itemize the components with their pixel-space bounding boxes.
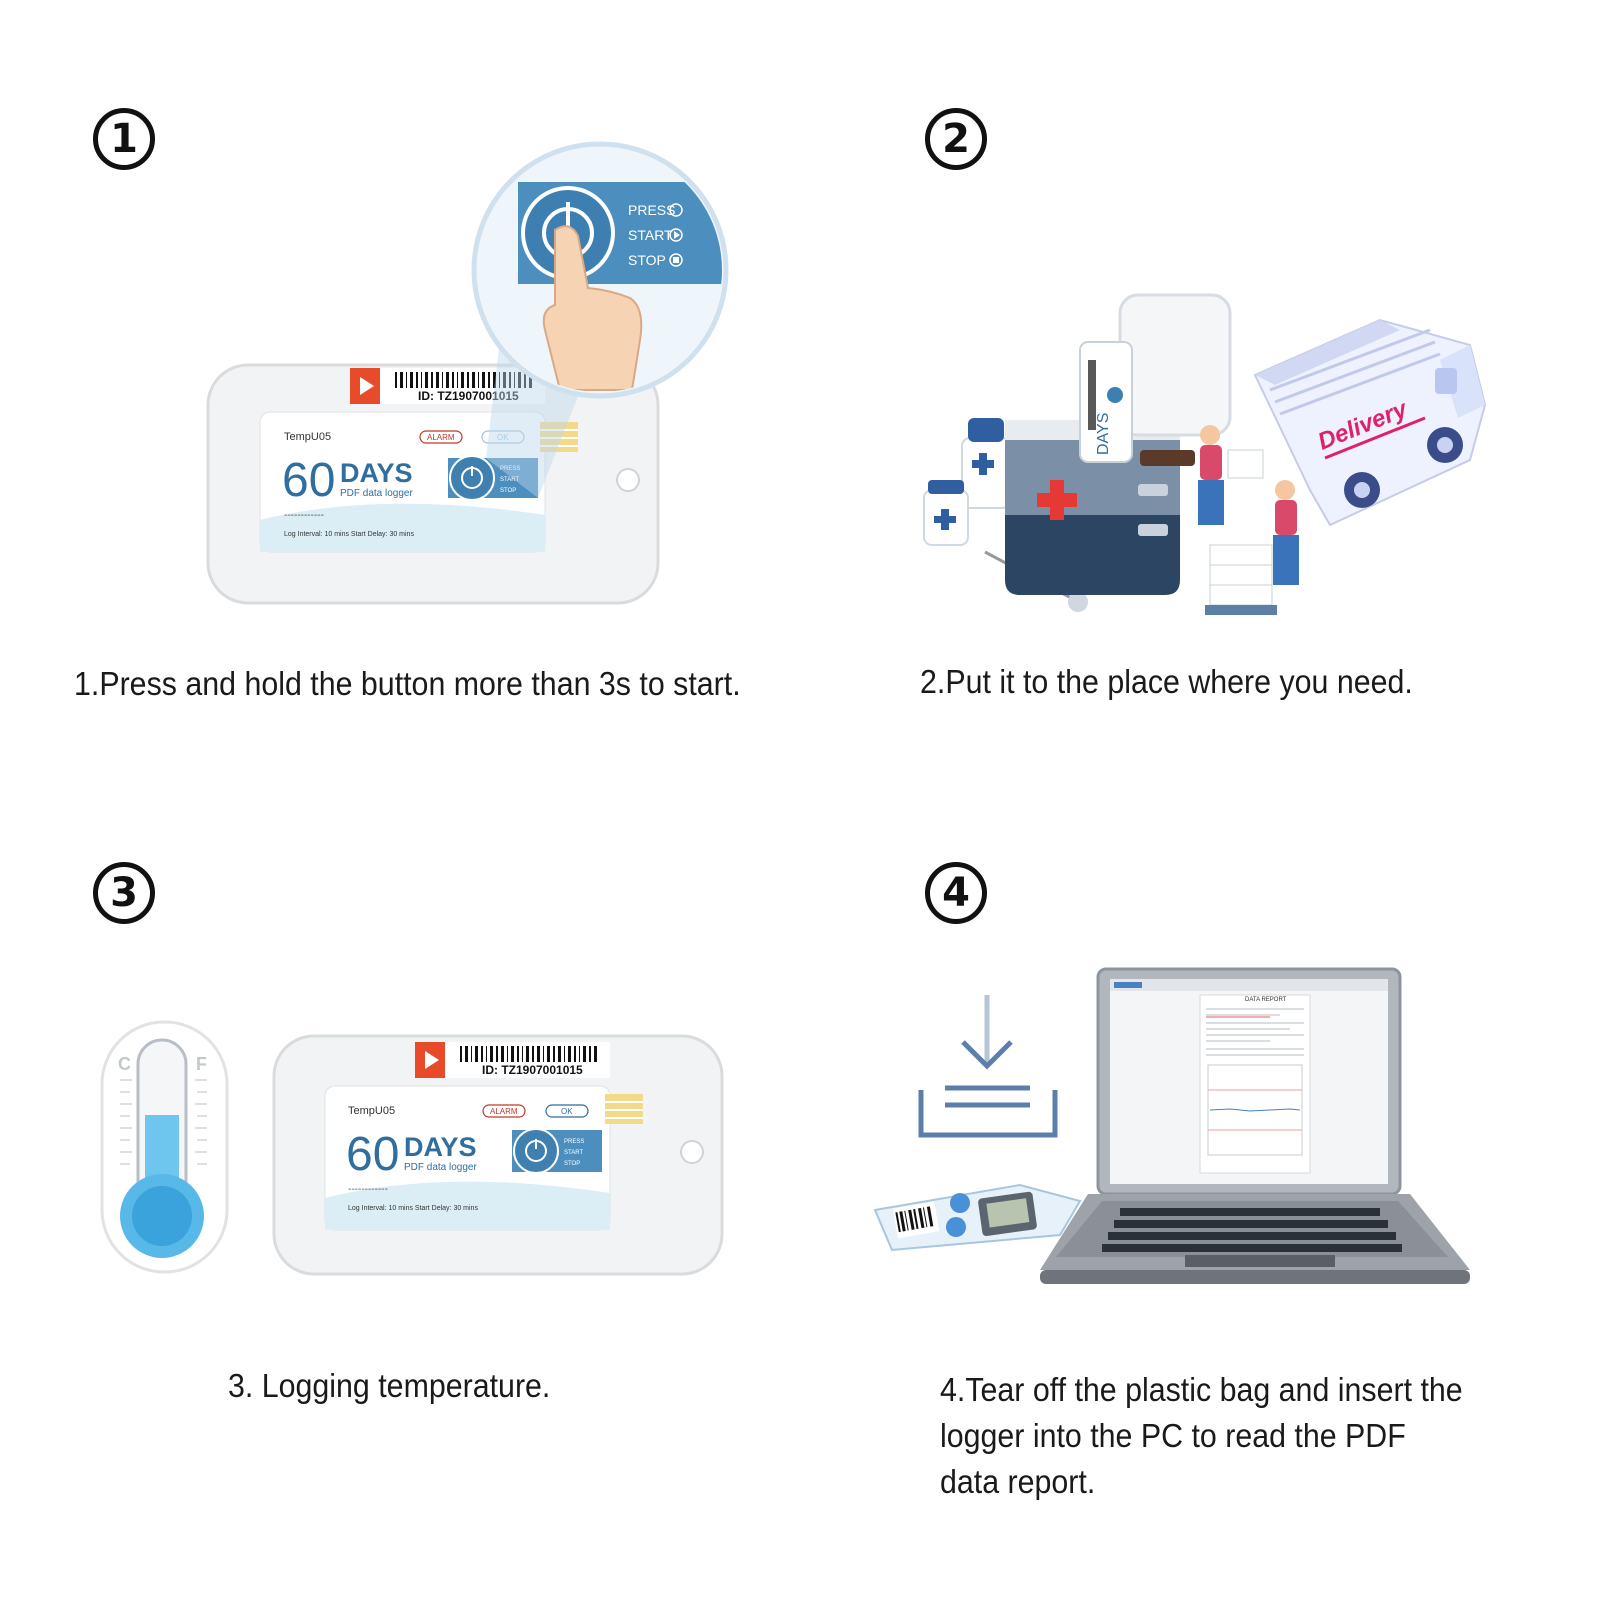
report-title: DATA REPORT: [1245, 997, 1287, 1003]
device-illustration-step-3: ID: TZ1907001015 TempU05 ALARM OK 60 DAY…: [272, 1034, 724, 1276]
worker-figures: [1198, 425, 1299, 615]
fahrenheit-label: F: [196, 1054, 207, 1074]
device-footer: Log Interval: 10 mins Start Delay: 30 mi…: [284, 531, 414, 538]
device-footer: Log Interval: 10 mins Start Delay: 30 mi…: [348, 1205, 478, 1212]
svg-text:DAYS: DAYS: [1095, 413, 1112, 455]
step-number-label: 2: [942, 116, 970, 162]
alarm-label: ALARM: [490, 1107, 518, 1116]
headline-number: 60: [346, 1128, 399, 1181]
step-caption-3: 3. Logging temperature.: [228, 1367, 551, 1404]
step-caption-4-line-3: data report.: [940, 1463, 1096, 1500]
step-caption-4: 4.Tear off the plastic bag and insert th…: [940, 1367, 1463, 1505]
svg-text:PRESS: PRESS: [564, 1139, 584, 1145]
ok-label: OK: [561, 1107, 573, 1116]
step-caption-1: 1.Press and hold the button more than 3s…: [74, 665, 741, 702]
device-subtitle: PDF data logger: [404, 1162, 477, 1173]
step-caption-4-line-2: logger into the PC to read the PDF: [940, 1417, 1406, 1454]
headline-word: DAYS: [340, 458, 413, 488]
svg-text:START: START: [500, 477, 519, 483]
step-number-1: 1: [93, 108, 155, 170]
thermometer-icon: C F: [100, 1020, 229, 1274]
download-icon: [918, 995, 1058, 1138]
svg-text:STOP: STOP: [564, 1161, 580, 1167]
laptop-icon: DATA REPORT: [873, 967, 1470, 1284]
step-number-label: 4: [942, 870, 970, 916]
svg-text:START: START: [564, 1150, 583, 1156]
device-model: TempU05: [348, 1105, 395, 1117]
device-id: ID: TZ1907001015: [418, 389, 519, 403]
alarm-label: ALARM: [427, 433, 455, 442]
device-model: TempU05: [284, 431, 331, 443]
step-number-2: 2: [925, 108, 987, 170]
dash-line: ------------: [284, 510, 324, 521]
step-caption-2: 2.Put it to the place where you need.: [920, 663, 1413, 700]
device-illustration-step-1: ID: TZ1907001015 TempU05 ALARM OK 60 DAY…: [206, 141, 729, 605]
zoom-label-press: PRESS: [628, 202, 675, 218]
step-number-label: 3: [110, 870, 138, 916]
step-number-4: 4: [925, 862, 987, 924]
medicine-bottles: [923, 418, 1011, 546]
step-caption-4-line-1: 4.Tear off the plastic bag and insert th…: [940, 1371, 1463, 1408]
zoom-label-start: START: [628, 227, 673, 243]
zoom-label-stop: STOP: [628, 252, 666, 268]
device-id: ID: TZ1907001015: [482, 1063, 583, 1077]
power-icon: [449, 455, 495, 501]
usb-logger-device: [873, 1183, 1082, 1252]
hand-pointer-icon: [542, 225, 643, 391]
ok-label: OK: [497, 433, 509, 442]
step-number-label: 1: [110, 116, 138, 162]
device-subtitle: PDF data logger: [340, 488, 413, 499]
headline-number: 60: [282, 454, 335, 507]
dash-line: ------------: [348, 1184, 388, 1195]
delivery-van-icon: Delivery: [1253, 318, 1487, 527]
medical-kit-icon: [1005, 293, 1232, 595]
headline-word: DAYS: [404, 1132, 477, 1162]
celsius-label: C: [118, 1054, 131, 1074]
svg-text:PRESS: PRESS: [500, 466, 520, 472]
step-number-3: 3: [93, 862, 155, 924]
power-icon: [513, 1128, 559, 1174]
svg-text:STOP: STOP: [500, 488, 516, 494]
delivery-scene-illustration: DAYS Delivery: [923, 293, 1487, 615]
